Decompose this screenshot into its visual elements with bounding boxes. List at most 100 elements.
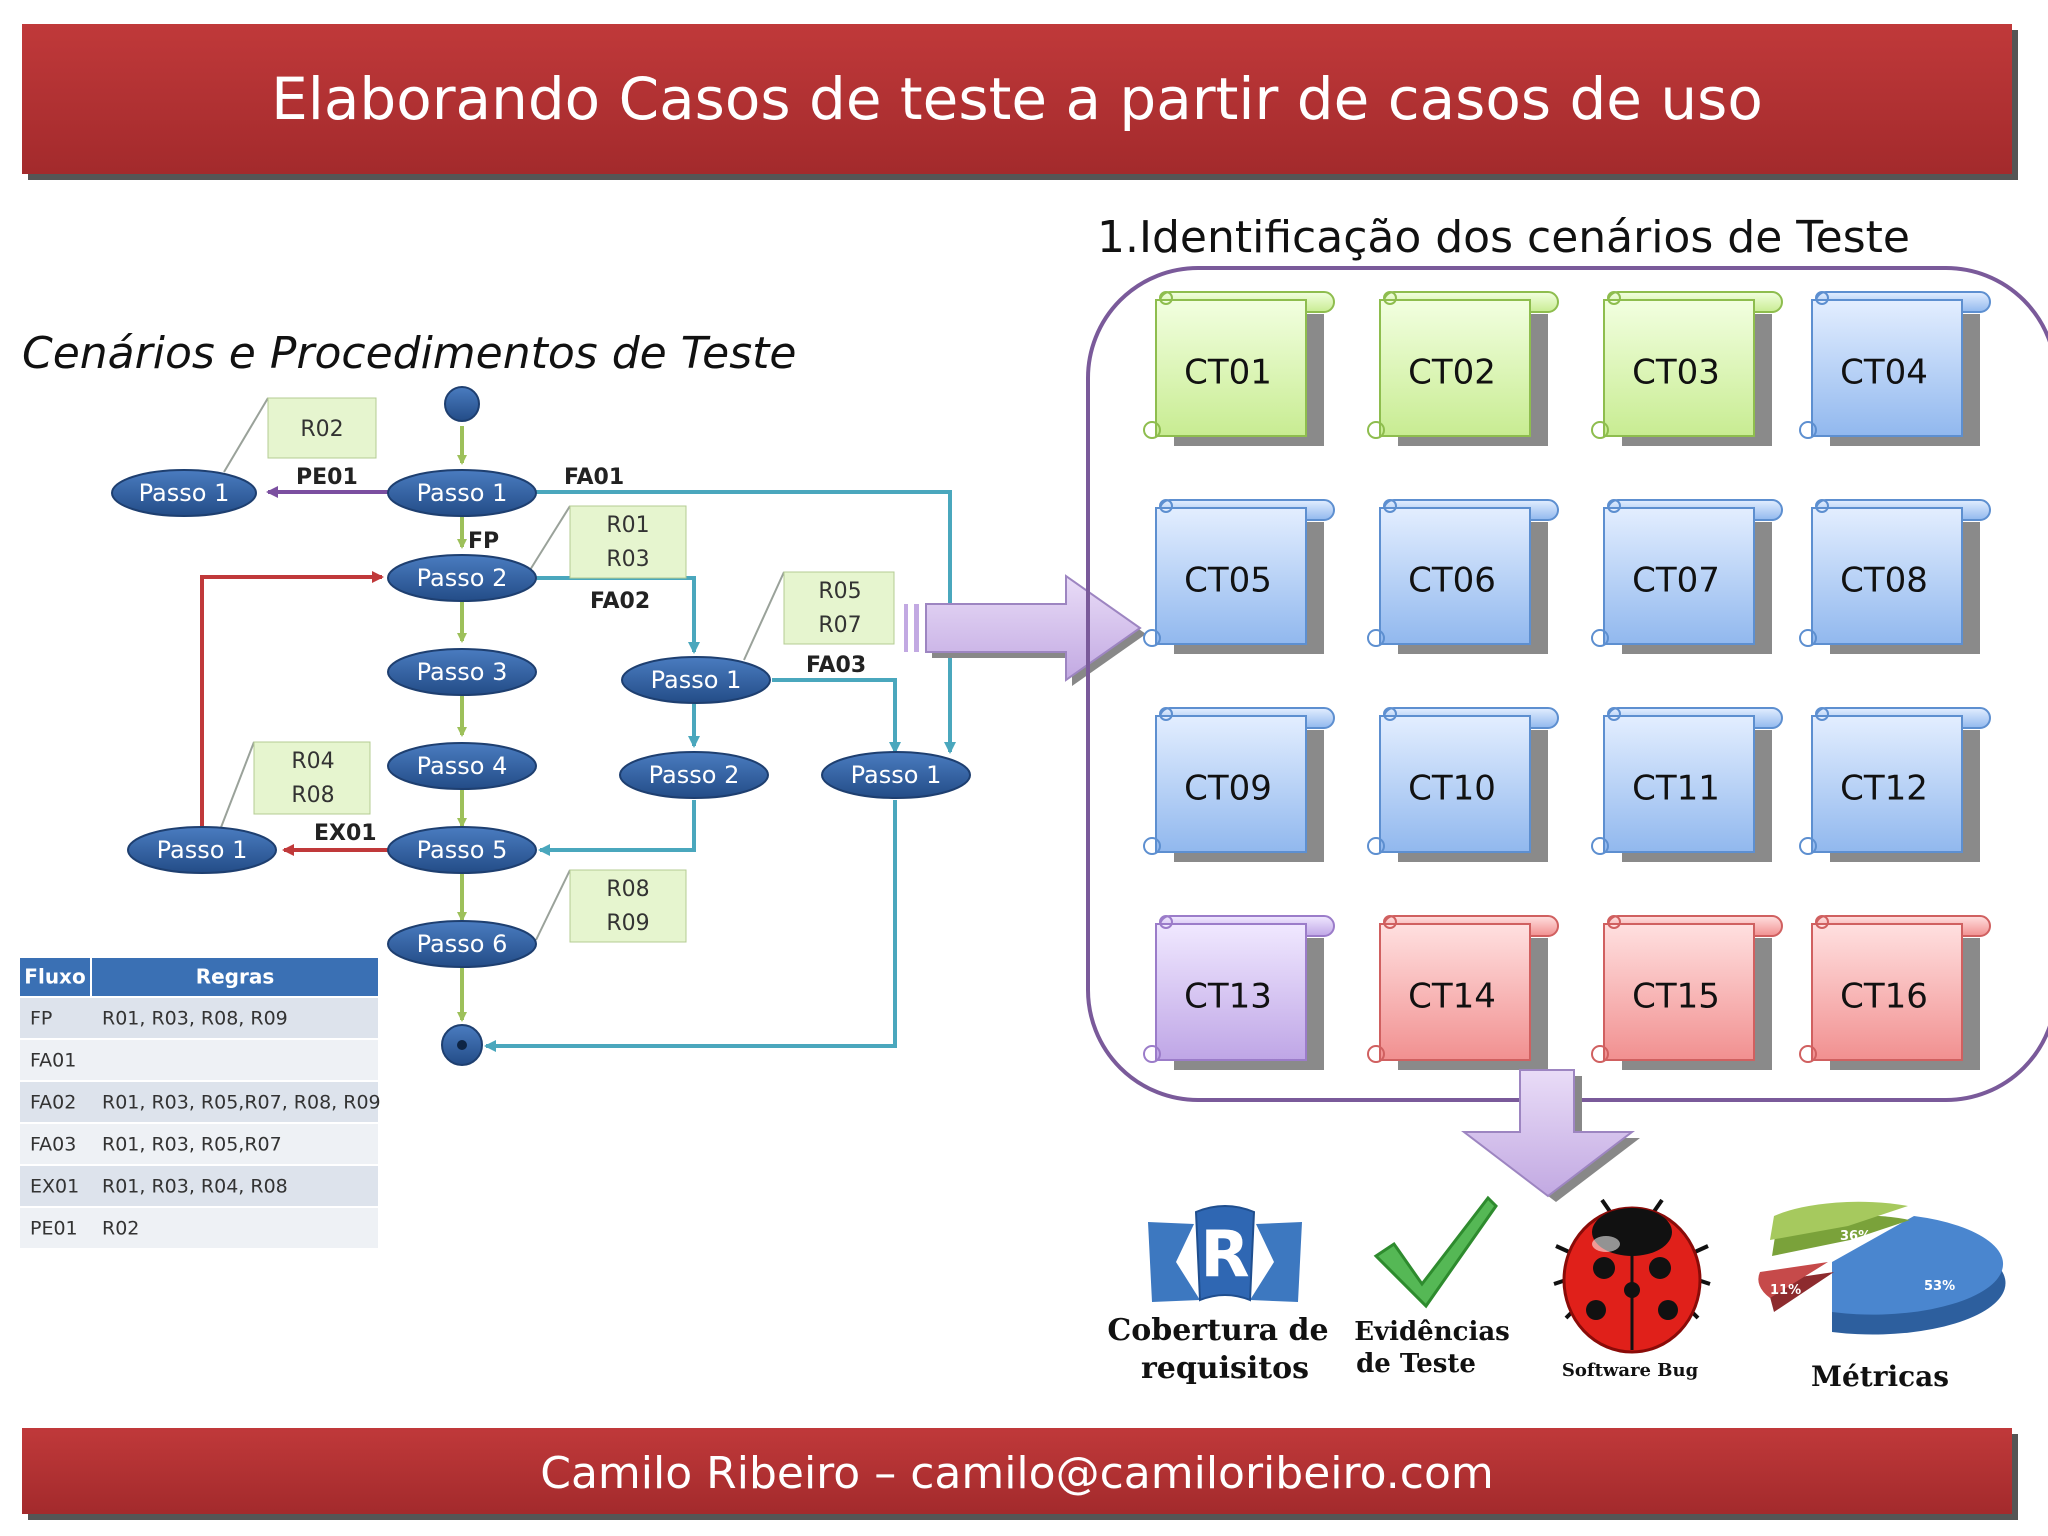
pie-label-53: 53%	[1924, 1279, 1955, 1294]
test-case-label: CT15	[1632, 977, 1720, 1017]
test-case-label: CT05	[1184, 561, 1272, 601]
test-case-card: CT12	[1799, 707, 1991, 862]
test-case-card: CT15	[1591, 915, 1783, 1070]
coverage-output: R Cobertura de requisitos	[1107, 1205, 1329, 1386]
test-case-card: CT05	[1143, 499, 1335, 654]
checkmark-icon	[1373, 1195, 1498, 1309]
note-r08-r09-line-2: R09	[606, 911, 649, 936]
node-main-passo5: Passo 5	[387, 826, 537, 874]
label-fa01: FA01	[564, 465, 624, 490]
pie-label-36: 36%	[1840, 1229, 1871, 1244]
table-cell-fluxo: FP	[30, 1008, 52, 1030]
label-fa02: FA02	[590, 589, 650, 614]
section-heading: 1.Identificação dos cenários de Teste	[1097, 212, 1910, 263]
test-case-label: CT16	[1840, 977, 1928, 1017]
test-case-card: CT09	[1143, 707, 1335, 862]
label-ex01: EX01	[314, 821, 377, 846]
title-banner: Elaborando Casos de teste a partir de ca…	[22, 24, 2012, 174]
label-fa03: FA03	[806, 653, 866, 678]
test-case-label: CT13	[1184, 977, 1272, 1017]
coverage-label-line-2: requisitos	[1141, 1351, 1309, 1386]
node-main-passo6: Passo 6	[387, 920, 537, 968]
note-r05-r07-line-2: R07	[818, 613, 861, 638]
node-pe-passo1: Passo 1	[111, 469, 257, 517]
table-cell-fluxo: EX01	[30, 1176, 79, 1198]
node-ex-passo1: Passo 1	[127, 826, 277, 874]
test-case-card: CT10	[1367, 707, 1559, 862]
node-main-passo3-label: Passo 3	[417, 658, 508, 686]
note-r01-r03-line-2: R03	[606, 547, 649, 572]
pie-label-11: 11%	[1770, 1283, 1801, 1298]
test-case-label: CT04	[1840, 353, 1928, 393]
note-r04-r08-line-1: R04	[291, 749, 334, 774]
pie-chart-icon: 36% 11% 53%	[1758, 1201, 2006, 1335]
test-case-card: CT03	[1591, 291, 1783, 446]
bug-output: Software Bug	[1553, 1198, 1711, 1381]
flow-diagram: R02 R01 R03 R05 R07 R04 R08 R08 R09 PE01	[111, 386, 971, 1066]
test-case-label: CT03	[1632, 353, 1720, 393]
note-r04-r08: R04 R08	[219, 741, 371, 831]
node-fa01-passo1: Passo 1	[821, 751, 971, 799]
note-r02: R02	[223, 397, 377, 473]
note-r01-r03-line-1: R01	[606, 513, 649, 538]
label-pe01: PE01	[296, 465, 358, 490]
test-case-card: CT07	[1591, 499, 1783, 654]
test-case-label: CT01	[1184, 353, 1272, 393]
note-r02-line-1: R02	[300, 417, 343, 442]
test-case-card: CT11	[1591, 707, 1783, 862]
r-badge-letter: R	[1200, 1218, 1249, 1292]
node-main-passo5-label: Passo 5	[417, 836, 508, 864]
note-r05-r07: R05 R07	[743, 571, 895, 661]
node-main-passo3: Passo 3	[387, 648, 537, 696]
note-r04-r08-line-2: R08	[291, 783, 334, 808]
node-main-passo1: Passo 1	[387, 469, 537, 517]
table-header-fluxo: Fluxo	[24, 965, 85, 989]
node-main-passo2-label: Passo 2	[417, 564, 508, 592]
diagram-subtitle: Cenários e Procedimentos de Teste	[22, 328, 797, 379]
start-node	[444, 386, 480, 422]
node-fa02-passo2: Passo 2	[619, 751, 769, 799]
evidence-output: Evidências de Teste	[1354, 1195, 1510, 1379]
node-pe-passo1-label: Passo 1	[139, 479, 230, 507]
table-row: PE01 R02	[20, 1208, 378, 1248]
node-main-passo1-label: Passo 1	[417, 479, 508, 507]
r-badge-icon: R	[1148, 1205, 1302, 1302]
node-fa01-passo1-label: Passo 1	[851, 761, 942, 789]
test-case-card: CT01	[1143, 291, 1335, 446]
big-arrow-right-icon	[904, 574, 1146, 686]
table-row: FA01	[20, 1040, 378, 1080]
test-case-card: CT13	[1143, 915, 1335, 1070]
test-case-label: CT12	[1840, 769, 1928, 809]
table-cell-regras: R01, R03, R05,R07, R08, R09	[102, 1092, 381, 1114]
test-case-label: CT14	[1408, 977, 1496, 1017]
note-r05-r07-line-1: R05	[818, 579, 861, 604]
test-case-card: CT08	[1799, 499, 1991, 654]
bug-label: Software Bug	[1562, 1360, 1699, 1381]
footer-banner: Camilo Ribeiro – camilo@camiloribeiro.co…	[22, 1428, 2012, 1514]
metrics-output: 36% 11% 53% Métricas	[1758, 1201, 2006, 1393]
node-fa02-passo1-label: Passo 1	[651, 666, 742, 694]
test-case-card: CT06	[1367, 499, 1559, 654]
test-case-label: CT02	[1408, 353, 1496, 393]
table-cell-fluxo: PE01	[30, 1218, 78, 1240]
test-case-label: CT10	[1408, 769, 1496, 809]
big-arrow-down-icon	[1461, 1069, 1640, 1202]
table-header-regras: Regras	[196, 965, 275, 989]
node-main-passo4-label: Passo 4	[417, 752, 508, 780]
node-ex-passo1-label: Passo 1	[157, 836, 248, 864]
table-cell-regras: R02	[102, 1218, 139, 1240]
note-r08-r09-line-1: R08	[606, 877, 649, 902]
node-fa02-passo1: Passo 1	[621, 656, 771, 704]
metrics-label: Métricas	[1811, 1360, 1949, 1393]
coverage-label-line-1: Cobertura de	[1107, 1313, 1328, 1348]
test-case-label: CT09	[1184, 769, 1272, 809]
test-case-label: CT11	[1632, 769, 1720, 809]
table-cell-fluxo: FA01	[30, 1050, 76, 1072]
